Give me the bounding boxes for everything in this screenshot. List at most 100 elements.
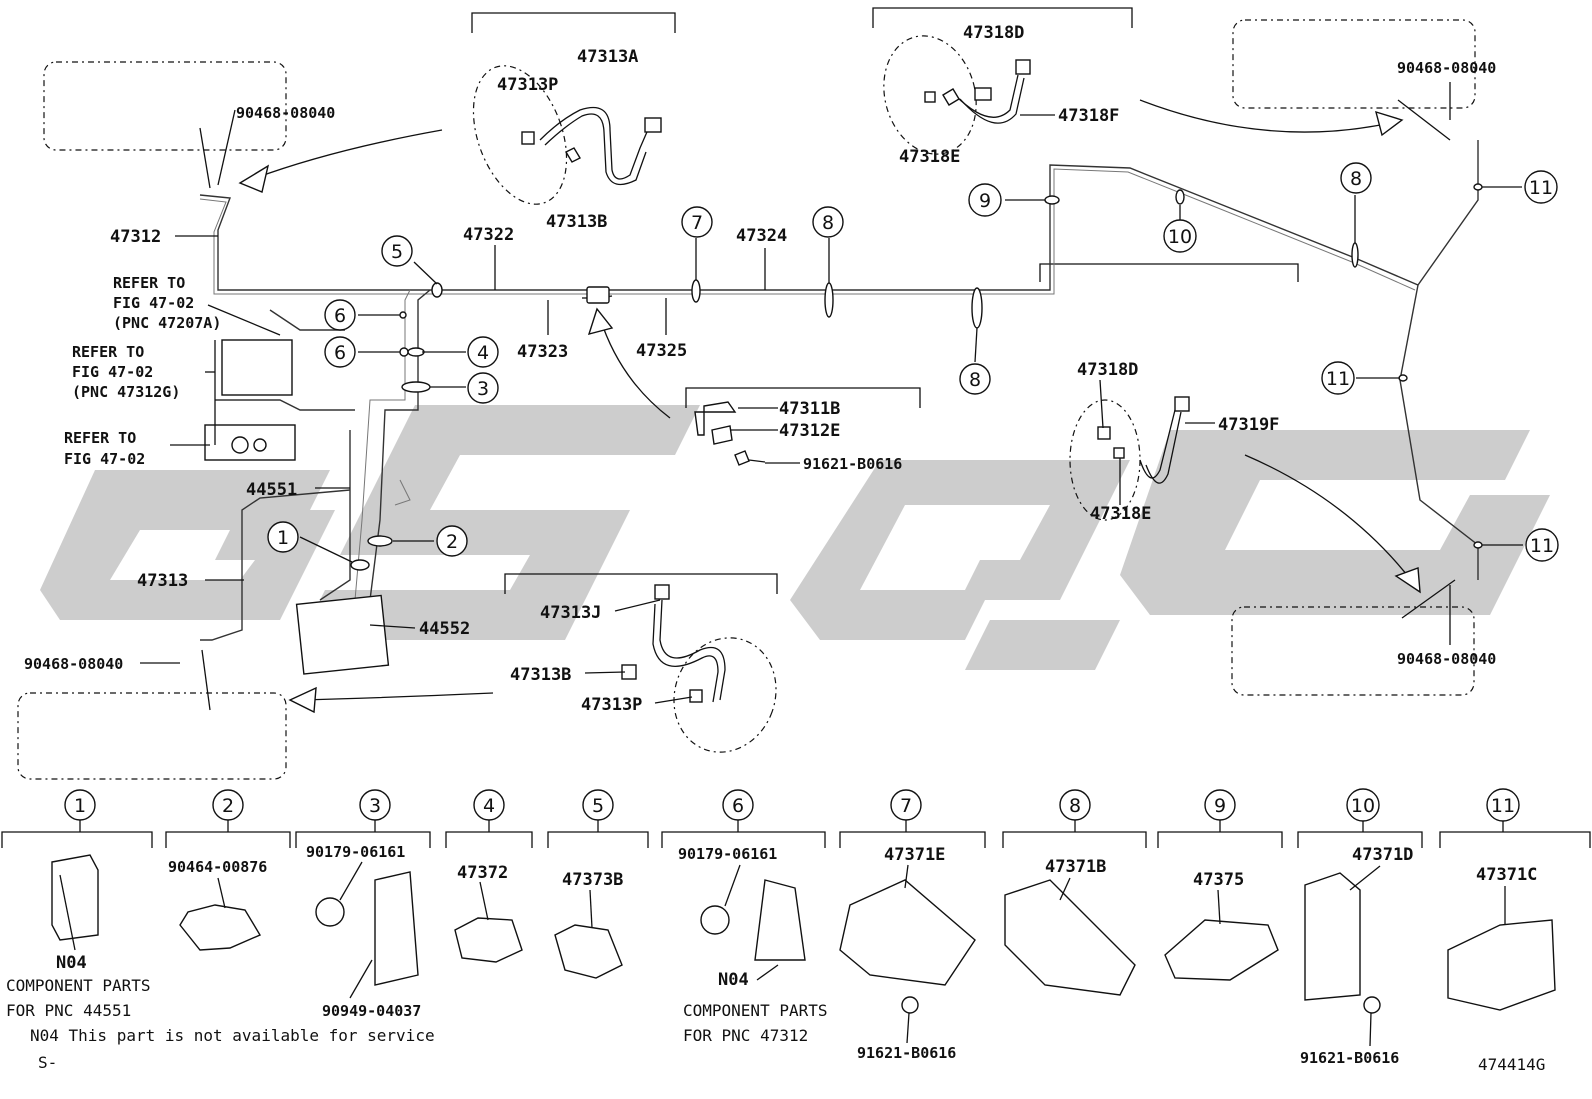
- callout-7: 7: [681, 206, 713, 238]
- legend-6: 6: [722, 789, 754, 821]
- label-47312: 47312: [110, 227, 161, 247]
- legend-8-part: 47371B: [1045, 857, 1106, 877]
- leader-lines: [140, 82, 1523, 704]
- svg-text:10: 10: [1168, 226, 1192, 248]
- legend-10-part: 47371D: [1352, 845, 1413, 865]
- legend-6-component-line2: FOR PNC 47312: [683, 1026, 808, 1045]
- callout-1: 1: [267, 521, 299, 553]
- svg-text:8: 8: [1350, 168, 1362, 190]
- hose-fitting-47313A: [644, 117, 662, 133]
- legend-7-part2: 91621-B0616: [857, 1044, 956, 1062]
- label-47312E: 47312E: [779, 421, 840, 441]
- refer-notes: REFER TO FIG 47-02 (PNC 47207A) REFER TO…: [64, 274, 221, 468]
- svg-text:7: 7: [900, 795, 912, 817]
- callout-11b: 11: [1321, 361, 1355, 395]
- svg-text:8: 8: [969, 369, 981, 391]
- figure-id: 474414G: [1478, 1055, 1545, 1074]
- label-47323: 47323: [517, 342, 568, 362]
- legend-9-part: 47375: [1193, 870, 1244, 890]
- hose-assemblies: [199, 35, 1456, 753]
- legend-11-part: 47371C: [1476, 865, 1537, 885]
- label-47318F: 47318F: [1058, 106, 1119, 126]
- refer-note-3-line2: FIG 47-02: [64, 450, 145, 468]
- refer-note-3-line1: REFER TO: [64, 429, 136, 447]
- label-90468-08040-br: 90468-08040: [1397, 650, 1496, 668]
- legend-3-part: 90179-06161: [306, 843, 405, 861]
- refer-note-2-line3: (PNC 47312G): [72, 383, 180, 401]
- part-labels: 47313A 47313P 47313B 47318D 47318F 47318…: [24, 23, 1496, 715]
- flow-arrows: [238, 99, 1421, 714]
- svg-text:5: 5: [391, 241, 403, 263]
- label-47325: 47325: [636, 341, 687, 361]
- svg-text:5: 5: [592, 795, 604, 817]
- label-44551: 44551: [246, 480, 297, 500]
- watermark-logo: [40, 405, 1550, 670]
- label-90468-08040-tl: 90468-08040: [236, 104, 335, 122]
- legend-7-part: 47371E: [884, 845, 945, 865]
- label-90468-08040-bl: 90468-08040: [24, 655, 123, 673]
- callout-8a: 8: [812, 206, 844, 238]
- callout-2: 2: [436, 525, 468, 557]
- legend-3: 3: [359, 789, 391, 821]
- legend-4-part: 47372: [457, 863, 508, 883]
- svg-text:4: 4: [483, 795, 495, 817]
- legend-5-part: 47373B: [562, 870, 623, 890]
- callout-4: 4: [467, 336, 499, 368]
- legend-11: 11: [1486, 788, 1520, 822]
- label-47318E-mid: 47318E: [1090, 504, 1151, 524]
- callout-8c: 8: [1340, 162, 1372, 194]
- legend-1-component-line2: FOR PNC 44551: [6, 1001, 131, 1020]
- svg-text:11: 11: [1491, 795, 1515, 817]
- svg-text:6: 6: [334, 342, 346, 364]
- legend-2: 2: [212, 789, 244, 821]
- legend-part-drawings: [51, 854, 1556, 1014]
- legend-7: 7: [890, 789, 922, 821]
- svg-text:6: 6: [334, 305, 346, 327]
- n04-availability-note: N04 This part is not available for servi…: [30, 1026, 435, 1045]
- svg-text:10: 10: [1351, 795, 1375, 817]
- refer-note-2-line1: REFER TO: [72, 343, 144, 361]
- legend-6-component-line1: COMPONENT PARTS: [683, 1001, 828, 1020]
- svg-text:9: 9: [1214, 795, 1226, 817]
- callout-9: 9: [968, 183, 1002, 217]
- label-47318D-mid: 47318D: [1077, 360, 1138, 380]
- refer-note-2-line2: FIG 47-02: [72, 363, 153, 381]
- svg-text:3: 3: [477, 378, 489, 400]
- svg-text:6: 6: [732, 795, 744, 817]
- callout-10: 10: [1163, 219, 1197, 253]
- label-47313P-bot: 47313P: [581, 695, 642, 715]
- refer-note-1-line2: FIG 47-02: [113, 294, 194, 312]
- svg-text:4: 4: [477, 342, 489, 364]
- wheel-area-boxes: [17, 19, 1476, 780]
- svg-text:9: 9: [979, 190, 991, 212]
- label-47318E-top: 47318E: [899, 147, 960, 167]
- svg-text:11: 11: [1530, 535, 1554, 557]
- label-47322: 47322: [463, 225, 514, 245]
- label-47318D-top: 47318D: [963, 23, 1024, 43]
- legend-6-part: 90179-06161: [678, 845, 777, 863]
- callout-6a: 6: [324, 299, 356, 331]
- label-47313B-bot: 47313B: [510, 665, 571, 685]
- legend-1-part: N04: [56, 953, 87, 973]
- label-47313J: 47313J: [540, 603, 601, 623]
- label-47311B: 47311B: [779, 399, 840, 419]
- label-47313B-top: 47313B: [546, 212, 607, 232]
- svg-text:3: 3: [369, 795, 381, 817]
- legend-6-part2: N04: [718, 970, 749, 990]
- label-47313P-top: 47313P: [497, 75, 558, 95]
- diagram-callouts: 5 6 6 4 3 1 2 7 8 8 9 10 8 11 11 11: [267, 162, 1559, 562]
- label-44552: 44552: [419, 619, 470, 639]
- callout-11c: 11: [1525, 528, 1559, 562]
- callout-5: 5: [381, 235, 413, 267]
- label-47319F: 47319F: [1218, 415, 1279, 435]
- svg-text:1: 1: [277, 527, 289, 549]
- svg-text:8: 8: [1069, 795, 1081, 817]
- callout-8b: 8: [959, 363, 991, 395]
- label-47313A: 47313A: [577, 47, 638, 67]
- svg-text:2: 2: [222, 795, 234, 817]
- s-note: S-: [38, 1053, 57, 1072]
- legend-3-part2: 90949-04037: [322, 1002, 421, 1020]
- svg-text:7: 7: [691, 212, 703, 234]
- wheel-area-rear-left: [17, 692, 287, 780]
